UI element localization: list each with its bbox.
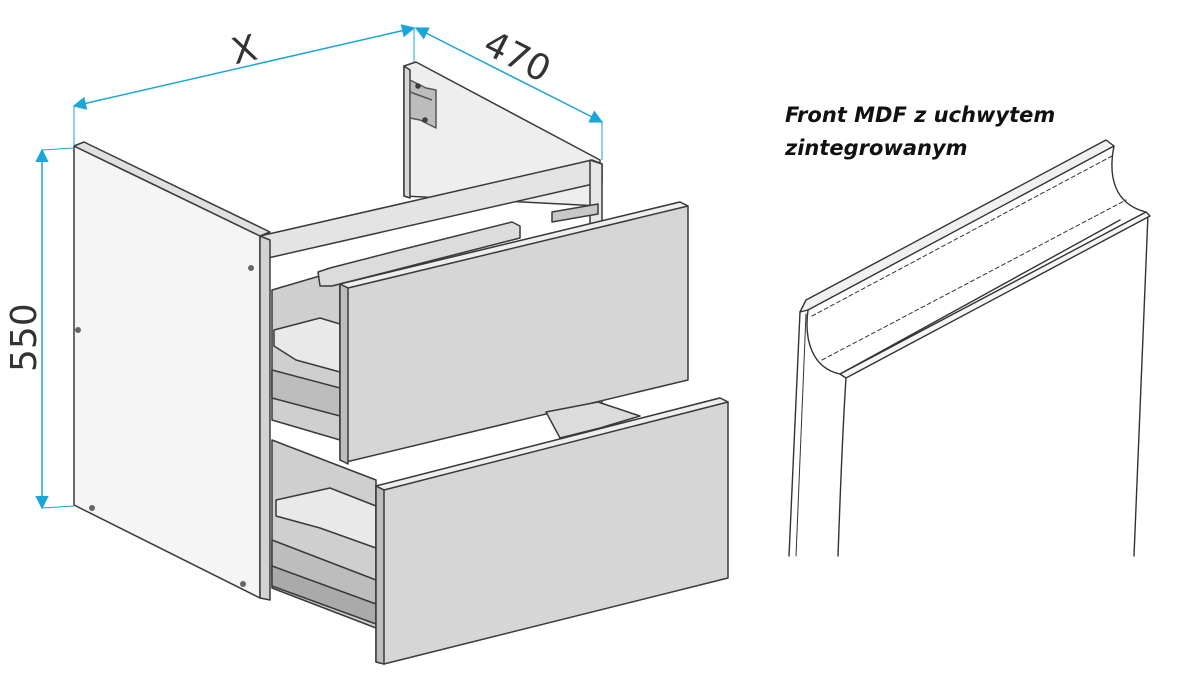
cabinet-drawing	[73, 61, 729, 665]
back-panel-edge	[403, 65, 411, 199]
width-dimension-line	[72, 24, 416, 110]
screw-dots	[75, 265, 254, 587]
front-detail-title-line2: zintegrowanym	[784, 136, 968, 160]
left-panel-top-edge	[73, 141, 271, 237]
left-panel-front-edge	[259, 235, 271, 601]
depth-dimension-line	[414, 27, 604, 123]
upper-drawer-front-side-edge	[339, 283, 349, 465]
lower-drawer-front-side-edge	[375, 485, 385, 665]
mdf-front-handle-sketch	[788, 139, 1151, 557]
front-detail-title-line1: Front MDF z uchwytem	[785, 103, 1055, 127]
depth-label: 470	[477, 23, 557, 91]
upper-runner	[551, 203, 599, 223]
dimension-lines	[35, 24, 604, 510]
lower-slide-rail	[545, 401, 641, 439]
upper-slide-rail	[317, 221, 521, 287]
width-label: X	[228, 28, 261, 73]
height-label: 550	[4, 303, 45, 372]
